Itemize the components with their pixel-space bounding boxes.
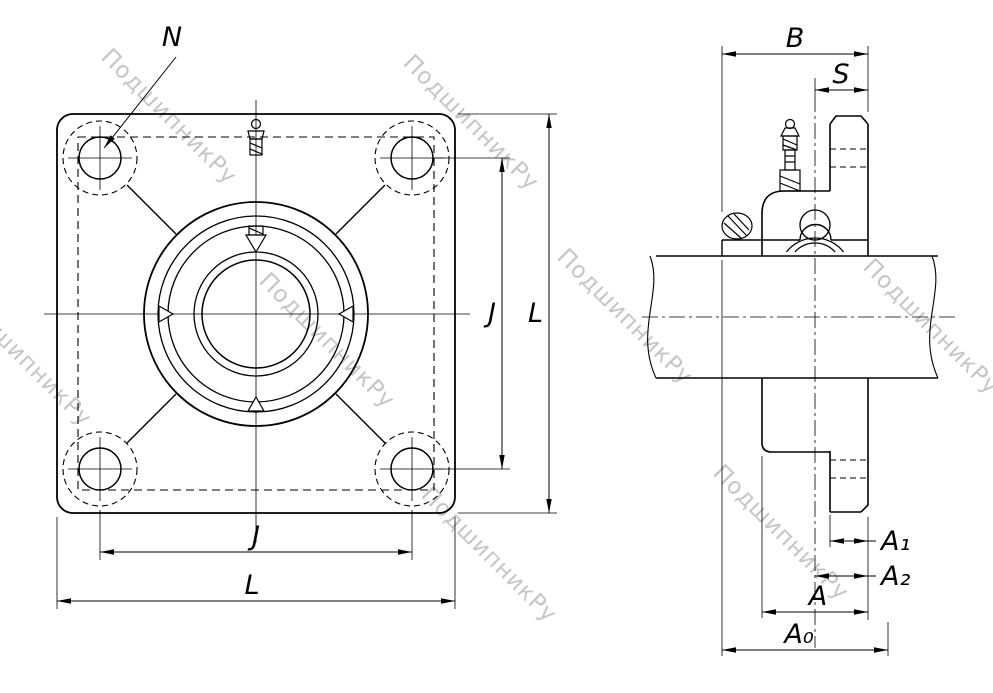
outer-ring-arc-inner <box>794 242 836 253</box>
front-view <box>44 100 470 542</box>
shaft-break-left <box>647 255 657 379</box>
watermark-layer: ПодшипникРу ПодшипникРу ПодшипникРу Подш… <box>0 44 993 628</box>
dim-label-j-vertical: J <box>483 298 496 329</box>
notch-triangle-left <box>158 304 175 324</box>
inner-ring <box>721 223 868 256</box>
dim-label-a: A <box>807 581 827 612</box>
front-dimensions: N J L J L <box>56 22 557 609</box>
outer-ring-arc-outer <box>785 237 845 253</box>
front-centerlines <box>44 100 470 542</box>
front-grease-fitting-inner <box>244 225 268 254</box>
bolt-hole-bottom-left <box>62 431 138 507</box>
leader-arrow-n <box>104 135 115 148</box>
watermark-text: ПодшипникРу <box>416 482 562 628</box>
front-dimension-lines <box>57 56 550 602</box>
hidden-back-square <box>77 136 435 491</box>
housing-boss <box>761 190 830 453</box>
watermark-text: ПодшипникРу <box>708 460 854 606</box>
notch-triangle-right <box>337 304 354 324</box>
watermark-text: ПодшипникРу <box>254 268 400 414</box>
shaft <box>647 255 939 379</box>
watermark-text: ПодшипникРу <box>398 50 544 196</box>
watermark-text: ПодшипникРу <box>0 286 97 432</box>
dim-label-l-horizontal: L <box>244 570 259 601</box>
front-corner-ribs <box>126 184 386 444</box>
dim-label-s: S <box>832 59 849 90</box>
set-screw-knurl <box>721 212 753 240</box>
notch-triangle-bottom <box>246 395 266 412</box>
dim-label-n: N <box>162 22 182 53</box>
dim-label-a1: A₁ <box>879 526 910 557</box>
bolt-hole-top-left <box>62 120 138 196</box>
dim-label-b: B <box>786 23 805 54</box>
side-dimensions: B S A₁ A₂ A A₀ <box>721 23 910 656</box>
front-ring-notches <box>158 304 354 412</box>
front-grease-fitting-top <box>247 118 265 156</box>
bearing-ball <box>799 209 831 241</box>
dim-label-j-horizontal: J <box>247 521 260 552</box>
flange-plate <box>829 115 869 513</box>
front-dimension-arrows <box>57 114 552 604</box>
grease-nipple-icon <box>779 118 801 192</box>
bearing-section <box>721 209 868 256</box>
dim-label-a0: A₀ <box>782 619 813 650</box>
side-dimension-arrows <box>722 51 888 653</box>
shaft-break-right <box>929 255 939 379</box>
side-extension-lines <box>721 46 889 656</box>
side-centerlines <box>642 96 956 648</box>
leader-line-n <box>103 56 177 149</box>
hidden-bolt-holes <box>830 148 868 479</box>
flange-square-outline <box>56 113 456 514</box>
dim-label-l-vertical: L <box>528 298 543 329</box>
side-view <box>642 96 956 648</box>
dim-label-a2: A₂ <box>879 561 910 592</box>
